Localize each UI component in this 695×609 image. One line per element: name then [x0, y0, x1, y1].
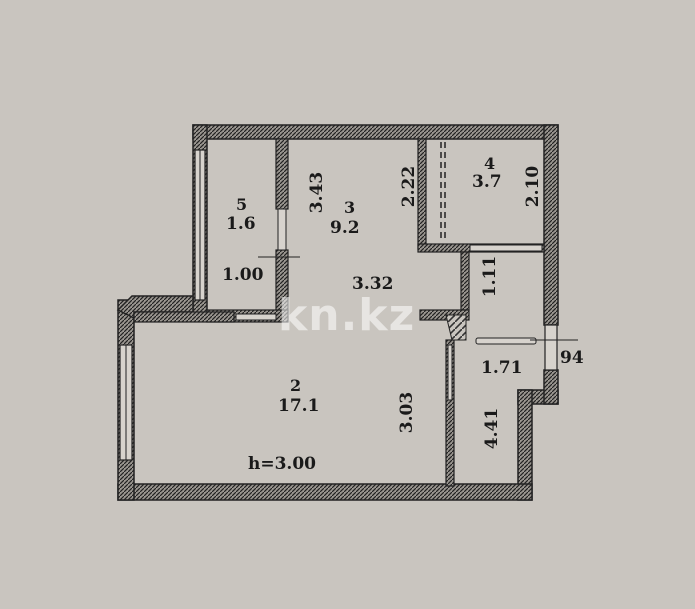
dim-3-32: 3.32 [352, 274, 394, 294]
dim-3-43: 3.43 [307, 171, 328, 214]
room-3-area: 9.2 [330, 218, 360, 238]
ceiling-height: h=3.00 [248, 454, 317, 474]
dim-2-22: 2.22 [399, 165, 420, 208]
dim-2-10: 2.10 [523, 165, 544, 208]
room-5-number: 5 [236, 195, 248, 214]
room-2-area: 17.1 [278, 396, 320, 416]
door-openings [235, 208, 543, 401]
dim-3-03: 3.03 [397, 391, 418, 434]
room-4-number: 4 [484, 154, 496, 173]
window-balcony [194, 149, 206, 301]
room-5-area: 1.6 [226, 214, 256, 234]
room-2-number: 2 [290, 376, 302, 395]
dimension-lines [258, 256, 578, 341]
dim-1-11: 1.11 [480, 255, 501, 298]
dim-1-00: 1.00 [222, 265, 264, 285]
room-4-area: 3.7 [472, 172, 502, 192]
window-left [119, 344, 133, 461]
dim-1-71: 1.71 [481, 358, 523, 378]
window-right [544, 324, 558, 371]
wardrobe-partition [440, 142, 446, 242]
watermark: kn.kz [278, 290, 416, 341]
entrance-door [445, 314, 467, 341]
room-3-number: 3 [344, 198, 356, 217]
dim-4-41: 4.41 [482, 407, 503, 450]
dim-94: 94 [560, 348, 584, 368]
